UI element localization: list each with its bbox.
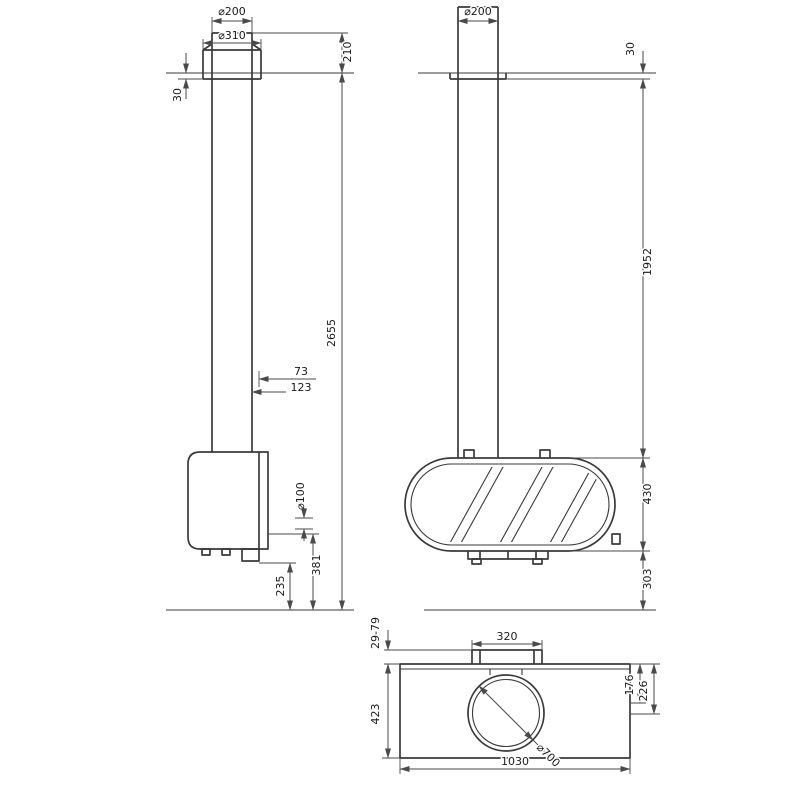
front-glass-reflections bbox=[444, 467, 606, 542]
dim-label-plan-29-79: 29-79 bbox=[369, 617, 382, 649]
dim-side-overall-height: 2655 bbox=[324, 72, 345, 611]
dim-side-floor-to-handle: 381 bbox=[268, 533, 325, 611]
dim-side-offsets: 73 123 bbox=[251, 364, 316, 396]
dim-label-plan-423: 423 bbox=[369, 704, 382, 725]
dim-label-side-210: 210 bbox=[341, 42, 354, 63]
dim-plan-bracket-width: 320 bbox=[471, 629, 543, 650]
plan-view: 320 29-79 423 176 226 ⌀700 bbox=[368, 616, 660, 774]
dim-front-pipe-length: 1952 bbox=[569, 78, 656, 459]
dim-label-side-123: 123 bbox=[291, 381, 312, 394]
dim-label-side-30: 30 bbox=[171, 88, 184, 102]
front-view: ⌀200 30 1952 430 303 bbox=[404, 4, 656, 611]
dim-label-side-381: 381 bbox=[310, 555, 323, 576]
dim-label-plan-320: 320 bbox=[497, 630, 518, 643]
dim-label-front-30: 30 bbox=[624, 42, 637, 56]
dim-plan-flue-center-max: 226 bbox=[630, 663, 660, 715]
dim-plan-depth: 423 bbox=[368, 663, 400, 759]
dim-label-plan-700: ⌀700 bbox=[534, 741, 563, 770]
front-flue-pipe bbox=[449, 6, 507, 458]
side-firebox bbox=[187, 451, 269, 562]
dim-side-ceiling-trim: 30 bbox=[170, 53, 203, 104]
dim-label-side-73: 73 bbox=[294, 365, 308, 378]
dim-label-side-flue-diameter: ⌀200 bbox=[218, 5, 246, 18]
dim-label-plan-226: 226 bbox=[637, 681, 650, 702]
dim-label-front-430: 430 bbox=[641, 484, 654, 505]
dim-label-plan-176: 176 bbox=[623, 675, 636, 696]
front-body bbox=[404, 449, 621, 565]
dim-front-ceiling-trim: 30 bbox=[506, 41, 650, 80]
dim-label-side-235: 235 bbox=[274, 576, 287, 597]
dim-label-front-1952: 1952 bbox=[641, 248, 654, 276]
dim-plan-overall-width: 1030 bbox=[399, 754, 631, 774]
dim-plan-wall-clearance: 29-79 bbox=[368, 616, 472, 665]
dim-side-pipe-top-to-ceiling: 210 bbox=[252, 32, 356, 74]
dim-label-side-collar-diameter: ⌀310 bbox=[218, 29, 246, 42]
dim-label-side-100: ⌀100 bbox=[294, 482, 307, 510]
dim-label-front-flue-diameter: ⌀200 bbox=[464, 5, 492, 18]
dim-plan-flue-center-min: 176 bbox=[622, 663, 660, 704]
plan-base bbox=[399, 649, 631, 759]
dim-label-front-303: 303 bbox=[641, 569, 654, 590]
dim-front-flue-diameter: ⌀200 bbox=[457, 4, 499, 24]
side-flue-pipe bbox=[202, 32, 262, 452]
dim-front-body-height: 430 bbox=[569, 457, 656, 552]
dim-side-flue-diameter: ⌀200 bbox=[211, 4, 253, 33]
dim-label-plan-1030: 1030 bbox=[501, 755, 529, 768]
side-view: ⌀200 ⌀310 210 30 2655 73 123 bbox=[166, 4, 356, 611]
dim-side-collar-diameter: ⌀310 bbox=[202, 28, 262, 50]
dim-label-side-2655: 2655 bbox=[325, 319, 338, 347]
dim-front-floor-clearance: 303 bbox=[640, 550, 656, 611]
dim-side-floor-to-body: 235 bbox=[259, 562, 296, 611]
dim-side-rear-outlet: ⌀100 bbox=[293, 481, 313, 541]
